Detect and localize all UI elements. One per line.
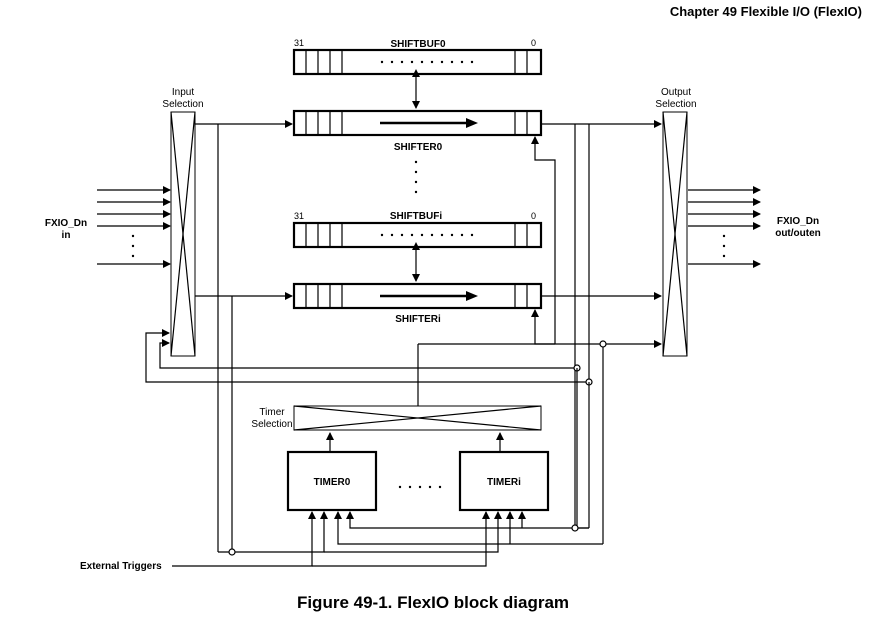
timer-selection-mux (293, 405, 542, 431)
fxio-input-arrows (97, 186, 171, 268)
fxio-out-label-1: FXIO_Dn (777, 216, 819, 227)
chapter-header: Chapter 49 Flexible I/O (FlexIO) (670, 4, 862, 19)
shiftbuf0-bit0: 0 (531, 38, 536, 48)
fxio-output-arrows (688, 186, 761, 268)
fxio-in-label-1: FXIO_Dn (45, 218, 87, 229)
shiftbufi-bit0: 0 (531, 211, 536, 221)
fxio-out-label-2: out/outen (775, 228, 821, 239)
input-selection-label-2: Selection (162, 99, 203, 110)
timer-input-wires (172, 511, 603, 567)
shifteri-label: SHIFTERi (395, 314, 441, 325)
shifter0-label: SHIFTER0 (394, 142, 443, 153)
timer0-block (286, 450, 378, 512)
shiftbufi-label: SHIFTBUFi (390, 211, 442, 222)
output-selection-label-2: Selection (655, 99, 696, 110)
shiftbuf0-register (292, 48, 543, 76)
timer0-label: TIMER0 (314, 477, 351, 488)
shiftbuf0-bit31: 31 (294, 38, 304, 48)
shifter0-register (292, 109, 543, 137)
timeri-label: TIMERi (487, 477, 521, 488)
shiftbuf0-label: SHIFTBUF0 (391, 39, 446, 50)
shiftbufi-register (292, 221, 543, 249)
timer-ellipsis (398, 485, 442, 489)
shiftbufi-bit31: 31 (294, 211, 304, 221)
timeri-block (458, 450, 550, 512)
fxio-in-label-2: in (62, 230, 71, 241)
shifter-ellipsis (414, 160, 418, 194)
output-selection-mux (662, 111, 688, 357)
feedback-wires (145, 124, 662, 544)
shifteri-register (292, 282, 543, 310)
figure-caption: Figure 49-1. FlexIO block diagram (297, 593, 569, 612)
input-to-shifter-wires (195, 120, 293, 552)
external-triggers-label: External Triggers (80, 561, 162, 572)
input-selection-label-1: Input (172, 87, 194, 98)
shifter-to-output-wires (531, 120, 662, 528)
timer-selection-label-2: Selection (251, 419, 292, 430)
timer-selection-label-1: Timer (259, 407, 285, 418)
input-selection-mux (170, 111, 196, 357)
output-selection-label-1: Output (661, 87, 691, 98)
